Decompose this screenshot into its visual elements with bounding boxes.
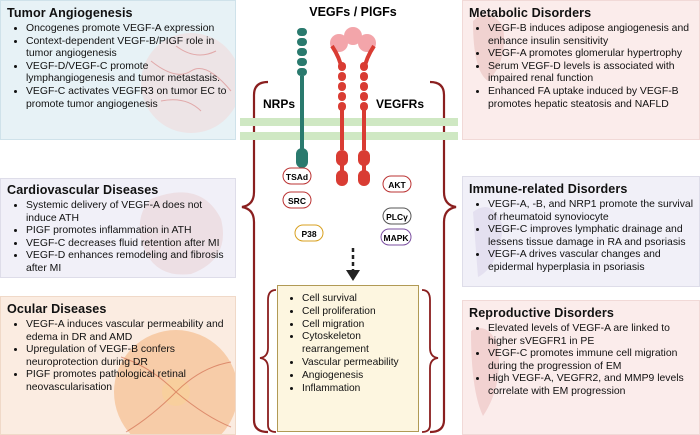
list-item: VEGF-D enhances remodeling and fibrosis …	[26, 250, 235, 275]
joint-illustration	[473, 207, 503, 277]
outcome-item: Vascular permeability	[302, 357, 418, 370]
cellular-outcomes-box: Cell survival Cell proliferation Cell mi…	[277, 285, 419, 432]
receptor-signaling-diagram: VEGFs / PlGFs NRPs VEGFRs TSAd SRC P38 A…	[240, 5, 458, 434]
list-item: PIGF promotes inflammation in ATH	[26, 225, 235, 238]
node-label: P38	[301, 229, 316, 239]
uterus-illustration	[471, 328, 499, 416]
panel-title: Reproductive Disorders	[469, 306, 614, 320]
list-item: Serum VEGF-D levels is associated with i…	[488, 61, 699, 86]
list-item: PIGF promotes pathological retinal neova…	[26, 369, 235, 394]
list-item: VEGF-C promotes immune cell migration du…	[488, 348, 699, 373]
retina-illustration	[114, 330, 235, 434]
list-item: Systemic delivery of VEGF-A does not ind…	[26, 200, 235, 225]
nrp-coreceptor	[296, 28, 308, 168]
tumor-list: Oncogenes promote VEGF-A expression Cont…	[1, 23, 235, 111]
outcome-item: Angiogenesis	[302, 370, 418, 383]
list-item: Context-dependent VEGF-B/PIGF role in tu…	[26, 36, 235, 61]
node-label: AKT	[388, 180, 406, 190]
panel-title: Metabolic Disorders	[469, 6, 592, 20]
vegfr-receptor	[330, 44, 376, 186]
panel-title: Cardiovascular Diseases	[7, 183, 159, 197]
ocular-panel: Ocular Diseases VEGF-A induces vascular …	[0, 296, 236, 435]
signaling-node-plcg: PLCγ	[382, 207, 412, 225]
list-item: VEGF-A induces vascular permeability and…	[26, 319, 235, 344]
metabolic-list: VEGF-B induces adipose angiogenesis and …	[463, 23, 699, 111]
list-item: Upregulation of VEGF-B confers neuroprot…	[26, 344, 235, 369]
cardio-list: Systemic delivery of VEGF-A does not ind…	[1, 200, 235, 276]
cell-membrane	[240, 132, 458, 140]
list-item: VEGF-B induces adipose angiogenesis and …	[488, 23, 699, 48]
list-item: VEGF-C activates VEGFR3 on tumor EC to p…	[26, 86, 235, 111]
node-label: MAPK	[383, 233, 409, 243]
signaling-node-tsad: TSAd	[282, 167, 312, 185]
right-bracket	[429, 80, 457, 434]
list-item: VEGF-A, -B, and NRP1 promote the surviva…	[488, 199, 699, 224]
receptor-label: VEGFRs	[376, 97, 424, 111]
vegf-ligand	[330, 27, 376, 52]
panel-title: Ocular Diseases	[7, 302, 107, 316]
node-label: SRC	[288, 196, 306, 206]
signaling-node-mapk: MAPK	[380, 228, 412, 246]
right-outcome-bracket	[421, 289, 439, 433]
signaling-node-akt: AKT	[382, 175, 412, 193]
coreceptor-label: NRPs	[263, 97, 295, 111]
node-label: PLCγ	[386, 212, 408, 222]
list-item: VEGF-A drives vascular changes and epide…	[488, 249, 699, 274]
list-item: Elevated levels of VEGF-A are linked to …	[488, 323, 699, 348]
outcome-item: Cell migration	[302, 319, 418, 332]
cardiovascular-panel: Cardiovascular Diseases Systemic deliver…	[0, 178, 236, 278]
ligand-label: VEGFs / PlGFs	[309, 5, 397, 19]
panel-title: Tumor Angiogenesis	[7, 6, 133, 20]
list-item: VEGF-A promotes glomerular hypertrophy	[488, 48, 699, 61]
panel-title: Immune-related Disorders	[469, 182, 628, 196]
list-item: High VEGF-A, VEGFR2, and MMP9 levels cor…	[488, 373, 699, 398]
list-item: Enhanced FA uptake induced by VEGF-B pro…	[488, 86, 699, 111]
list-item: Oncogenes promote VEGF-A expression	[26, 23, 235, 36]
reproductive-panel: Reproductive Disorders Elevated levels o…	[462, 300, 700, 435]
left-outcome-bracket	[259, 289, 277, 433]
metabolic-panel: Metabolic Disorders VEGF-B induces adipo…	[462, 0, 700, 140]
outcome-item: Cell proliferation	[302, 306, 418, 319]
signaling-node-src: SRC	[282, 191, 312, 209]
list-item: VEGF-C decreases fluid retention after M…	[26, 238, 235, 251]
heart-illustration	[139, 192, 223, 275]
ocular-list: VEGF-A induces vascular permeability and…	[1, 319, 235, 395]
outcome-item: Inflammation	[302, 383, 418, 396]
tumor-illustration	[141, 33, 235, 133]
outcome-item: Cell survival	[302, 293, 418, 306]
organ-illustration	[473, 14, 504, 82]
node-label: TSAd	[286, 172, 308, 182]
outcome-item: Cytoskeleton rearrangement	[302, 331, 418, 357]
reproductive-list: Elevated levels of VEGF-A are linked to …	[463, 323, 699, 399]
downstream-arrow	[346, 248, 360, 281]
left-bracket	[241, 80, 269, 434]
list-item: VEGF-C improves lymphatic drainage and l…	[488, 224, 699, 249]
tumor-angiogenesis-panel: Tumor Angiogenesis Oncogenes promote VEG…	[0, 0, 236, 140]
list-item: VEGF-D/VEGF-C promote lymphangiogenesis …	[26, 61, 235, 86]
immune-list: VEGF-A, -B, and NRP1 promote the surviva…	[463, 199, 699, 275]
outcome-list: Cell survival Cell proliferation Cell mi…	[278, 293, 418, 395]
signaling-node-p38: P38	[294, 224, 324, 242]
cell-membrane	[240, 118, 458, 126]
immune-panel: Immune-related Disorders VEGF-A, -B, and…	[462, 176, 700, 287]
